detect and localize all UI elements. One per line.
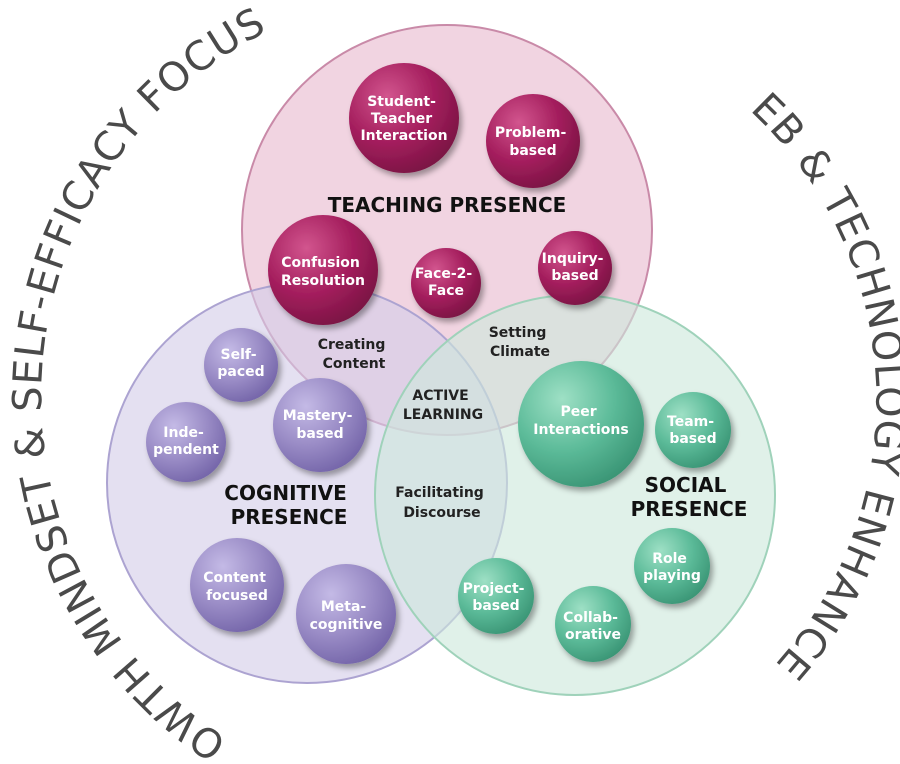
bubble-inquiry-based: Inquiry- based: [538, 231, 612, 305]
cognitive-presence-title: COGNITIVE PRESENCE: [224, 481, 353, 529]
creating-content-label: Creating Content: [318, 337, 390, 372]
svg-text:Confusion Resolution: Confusion Resolution: [281, 255, 365, 289]
svg-text:Inde- pendent: Inde- pendent: [153, 425, 219, 458]
bubble-mastery-based: Mastery- based: [273, 378, 367, 472]
svg-text:Mastery- based: Mastery- based: [283, 408, 358, 442]
bubble-team-based: Team- based: [655, 392, 731, 468]
svg-text:Project- based: Project- based: [463, 581, 530, 614]
svg-text:Inquiry- based: Inquiry- based: [542, 251, 609, 284]
bubble-content-focused: Content focused: [190, 538, 284, 632]
svg-text:Face-2- Face: Face-2- Face: [415, 266, 477, 299]
svg-text:Problem- based: Problem- based: [495, 125, 571, 159]
teaching-presence-title: TEACHING PRESENCE: [328, 193, 567, 217]
facilitating-discourse-label: Facilitating Discourse: [395, 485, 488, 521]
active-learning-label: ACTIVE LEARNING: [403, 388, 483, 423]
bubble-role-playing: Role playing: [634, 528, 710, 604]
bubble-confusion-resolution: Confusion Resolution: [268, 215, 378, 325]
svg-text:Collab- orative: Collab- orative: [563, 610, 623, 643]
bubble-self-paced: Self- paced: [204, 328, 278, 402]
setting-climate-label: Setting Climate: [489, 325, 552, 360]
svg-text:Meta- cognitive: Meta- cognitive: [310, 599, 383, 633]
svg-text:Content focused: Content focused: [203, 570, 271, 604]
bubble-project-based: Project- based: [458, 558, 534, 634]
svg-text:Student- Teacher I: Student- Teacher Interaction: [360, 94, 447, 144]
bubble-collaborative: Collab- orative: [555, 586, 631, 662]
social-presence-title: SOCIAL PRESENCE: [631, 473, 748, 521]
bubble-face-2-face: Face-2- Face: [411, 248, 481, 318]
bubble-independent: Inde- pendent: [146, 402, 226, 482]
bubble-problem-based: Problem- based: [486, 94, 580, 188]
bubble-student-teacher-interaction: Student- Teacher Interaction: [349, 63, 459, 173]
svg-text:Team- based: Team- based: [667, 414, 719, 447]
svg-text:Peer Interactions: Peer Interactions: [533, 404, 628, 438]
bubble-metacognitive: Meta- cognitive: [296, 564, 396, 664]
svg-text:Self- paced: Self- paced: [217, 347, 264, 380]
svg-text:Role playing: Role playing: [643, 551, 701, 584]
bubble-peer-interactions: Peer Interactions: [518, 361, 644, 487]
